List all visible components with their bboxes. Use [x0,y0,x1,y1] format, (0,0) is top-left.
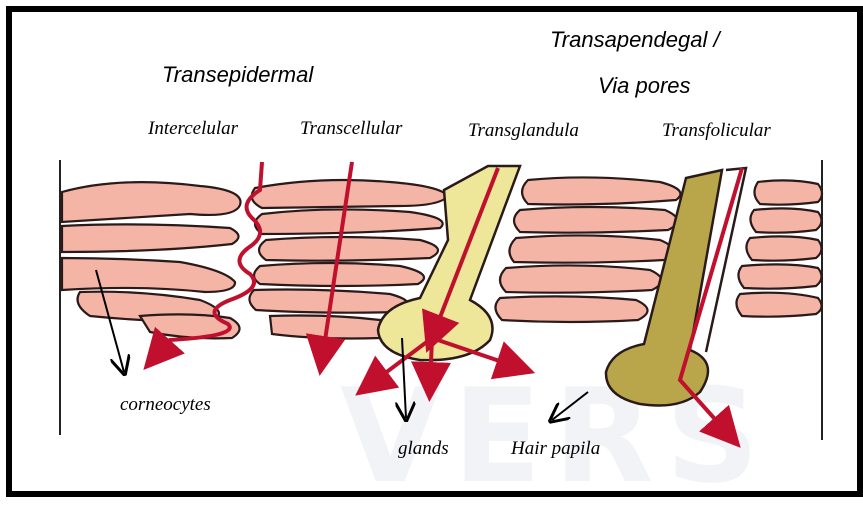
callout-label-corneocytes: corneocytes [120,394,211,416]
corneocyte-stack-right [736,180,822,316]
transappendageal-title-line2: Via pores [598,73,691,99]
corneocyte-stack-mid-right [495,177,680,322]
transappendageal-title-line1: Transapendegal / [550,27,720,53]
transepidermal-title: Transepidermal [162,62,313,88]
callout-label-hair-papilla: Hair papila [511,438,600,460]
route-label-transglandular: Transglandula [468,120,579,142]
hair-papilla-callout-arrow [552,392,588,420]
gland-branch-arrow-down [430,338,432,386]
route-label-transfollicular: Transfolicular [662,120,771,142]
callout-label-glands: glands [398,438,449,460]
route-label-intercellular: Intercelular [148,118,238,140]
skin-penetration-illustration [0,0,863,491]
route-label-transcellular: Transcellular [300,118,402,140]
